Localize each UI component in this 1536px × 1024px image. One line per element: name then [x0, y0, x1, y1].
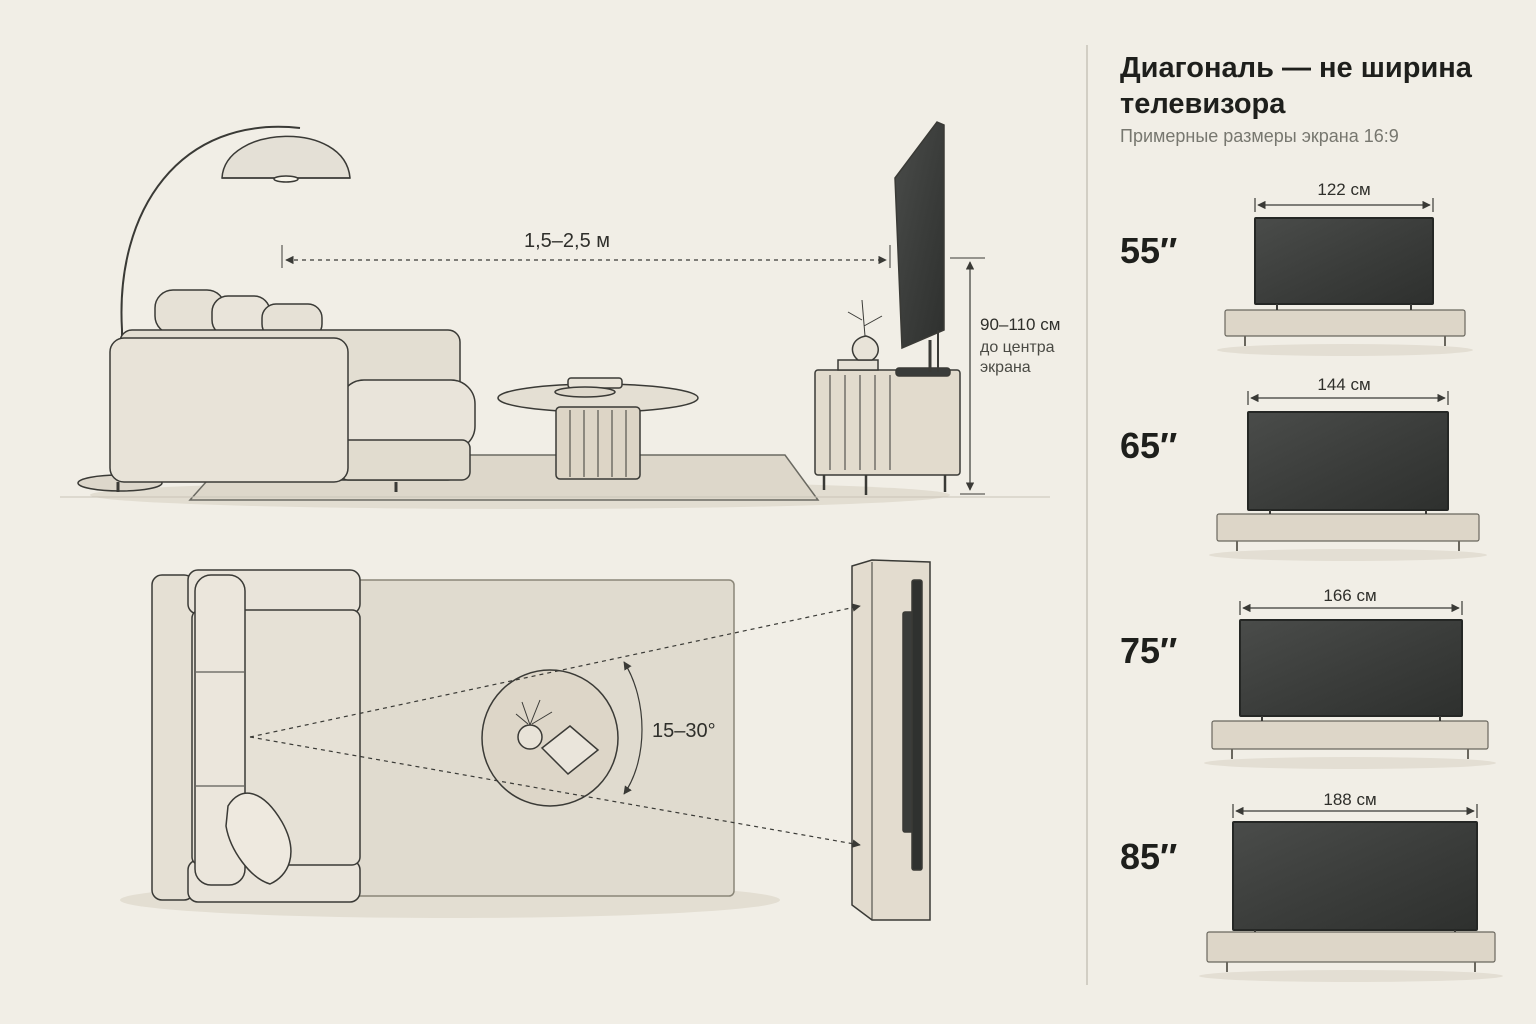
size-label-55: 55″ [1120, 230, 1178, 271]
sofa-side-icon [109, 289, 476, 492]
panel-subtitle: Примерные размеры экрана 16:9 [1120, 126, 1399, 146]
tv-size-comparison [1199, 198, 1503, 982]
tv-stand-side-icon [814, 299, 961, 495]
height-dimension [950, 257, 985, 495]
size-label-75: 75″ [1120, 630, 1178, 671]
coffee-table-top-icon [481, 669, 619, 807]
side-view [60, 121, 1050, 509]
tv-3-group [1204, 601, 1496, 769]
tv-stand-icon [1211, 720, 1489, 750]
stand-shadow [1204, 757, 1496, 769]
tv-side-icon [894, 121, 945, 372]
top-view [120, 559, 931, 921]
tv-screen-icon [1247, 411, 1449, 511]
coffee-table-side-icon [497, 377, 699, 480]
tv-2-group [1209, 391, 1487, 561]
distance-label: 1,5–2,5 м [524, 230, 611, 252]
panel-title: Диагональ — не ширина телевизора [1120, 52, 1472, 120]
size-label-65: 65″ [1120, 425, 1178, 466]
viewing-angle-lines [249, 603, 861, 848]
stand-shadow [1199, 970, 1503, 982]
height-note-1: до центра [980, 339, 1055, 356]
angle-label: 15–30° [652, 720, 716, 742]
tv-1-group [1217, 198, 1473, 356]
tv-stand-icon [1206, 931, 1496, 963]
tv-stand-top-icon [851, 559, 931, 921]
stand-shadow [1217, 344, 1473, 356]
tv-stand-icon [1224, 309, 1466, 337]
tv-screen-icon [1239, 619, 1463, 717]
height-note-2: экрана [980, 359, 1031, 376]
width-label-75: 166 см [1323, 586, 1377, 605]
width-label-65: 144 см [1317, 375, 1371, 394]
sofa-top-icon [151, 569, 361, 903]
tv-screen-icon [1254, 217, 1434, 305]
tv-screen-icon [1232, 821, 1478, 931]
tv-4-group [1199, 804, 1503, 982]
tv-stand-icon [1216, 513, 1480, 542]
width-label-85: 188 см [1323, 790, 1377, 809]
size-label-85: 85″ [1120, 836, 1178, 877]
width-label-55: 122 см [1317, 180, 1371, 199]
distance-dimension [281, 245, 891, 268]
height-label: 90–110 см [980, 315, 1061, 334]
stand-shadow [1209, 549, 1487, 561]
